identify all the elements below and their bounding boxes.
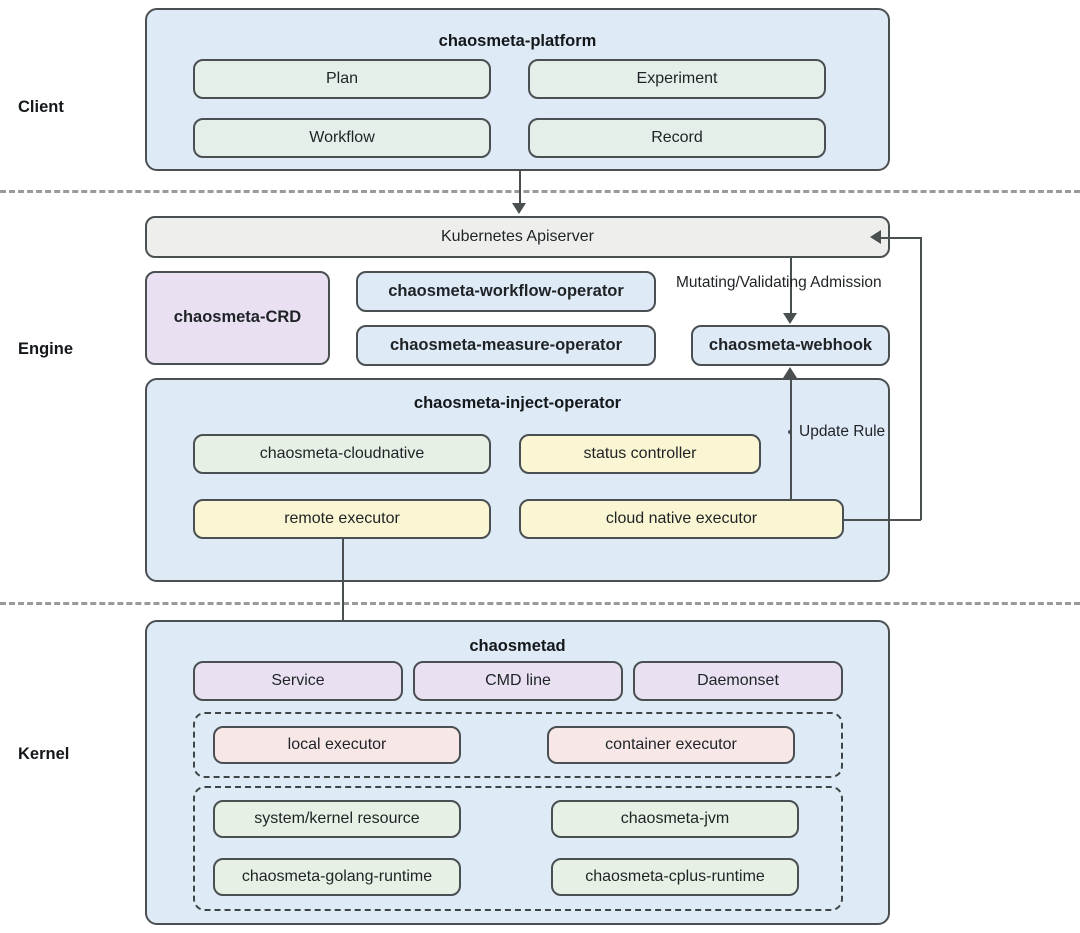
platform-item-experiment[interactable]: Experiment bbox=[528, 59, 826, 99]
edge-platform-to-apiserver-arrowhead bbox=[512, 203, 526, 214]
chaosmeta-cplus-runtime-box[interactable]: chaosmeta-cplus-runtime bbox=[551, 858, 799, 896]
chaosmeta-inject-operator-group: chaosmeta-inject-operator bbox=[145, 378, 890, 582]
edge-update-rule-dot bbox=[788, 430, 792, 434]
edge-label-admission: Mutating/Validating Admission bbox=[676, 274, 882, 291]
chaosmeta-crd-box[interactable]: chaosmeta-CRD bbox=[145, 271, 330, 365]
edge-cloudnative-to-apiserver-h1 bbox=[843, 519, 921, 521]
chaosmetad-executors-group bbox=[193, 712, 843, 778]
chaosmeta-measure-operator-box[interactable]: chaosmeta-measure-operator bbox=[356, 325, 656, 366]
edge-label-update-rule: Update Rule bbox=[799, 423, 886, 440]
chaosmeta-inject-operator-title: chaosmeta-inject-operator bbox=[413, 394, 622, 412]
divider-engine-kernel bbox=[0, 602, 1080, 605]
cloud-native-executor-box[interactable]: cloud native executor bbox=[519, 499, 844, 539]
edge-apiserver-to-webhook-arrowhead bbox=[783, 313, 797, 324]
chaosmeta-webhook-box[interactable]: chaosmeta-webhook bbox=[691, 325, 890, 366]
kubernetes-apiserver-box[interactable]: Kubernetes Apiserver bbox=[145, 216, 890, 258]
chaosmetad-interface-daemonset[interactable]: Daemonset bbox=[633, 661, 843, 701]
remote-executor-box[interactable]: remote executor bbox=[193, 499, 491, 539]
divider-client-engine bbox=[0, 190, 1080, 193]
edge-cloudnative-to-webhook bbox=[790, 377, 792, 499]
lane-label-client: Client bbox=[18, 98, 64, 116]
chaosmeta-golang-runtime-box[interactable]: chaosmeta-golang-runtime bbox=[213, 858, 461, 896]
lane-label-engine: Engine bbox=[18, 340, 74, 358]
chaosmeta-workflow-operator-box[interactable]: chaosmeta-workflow-operator bbox=[356, 271, 656, 312]
chaosmeta-cloudnative-box[interactable]: chaosmeta-cloudnative bbox=[193, 434, 491, 474]
chaosmeta-platform-title: chaosmeta-platform bbox=[438, 32, 597, 50]
local-executor-box[interactable]: local executor bbox=[213, 726, 461, 764]
chaosmetad-interface-service[interactable]: Service bbox=[193, 661, 403, 701]
edge-apiserver-to-webhook bbox=[790, 258, 792, 314]
status-controller-box[interactable]: status controller bbox=[519, 434, 761, 474]
system-kernel-resource-box[interactable]: system/kernel resource bbox=[213, 800, 461, 838]
chaosmetad-title: chaosmetad bbox=[469, 637, 566, 655]
lane-label-kernel: Kernel bbox=[18, 745, 70, 763]
platform-item-workflow[interactable]: Workflow bbox=[193, 118, 491, 158]
container-executor-box[interactable]: container executor bbox=[547, 726, 795, 764]
edge-cloudnative-to-apiserver-v bbox=[920, 237, 922, 520]
edge-cloudnative-to-apiserver-arrowhead bbox=[870, 230, 881, 244]
chaosmetad-resources-group bbox=[193, 786, 843, 911]
chaosmetad-interface-cmd-line[interactable]: CMD line bbox=[413, 661, 623, 701]
edge-cloudnative-to-apiserver-h2 bbox=[880, 237, 921, 239]
chaosmeta-jvm-box[interactable]: chaosmeta-jvm bbox=[551, 800, 799, 838]
edge-platform-to-apiserver bbox=[519, 171, 521, 204]
platform-item-plan[interactable]: Plan bbox=[193, 59, 491, 99]
edge-remote-executor-to-chaosmetad bbox=[342, 539, 344, 621]
edge-cloudnative-to-webhook-arrowhead bbox=[783, 367, 797, 378]
platform-item-record[interactable]: Record bbox=[528, 118, 826, 158]
